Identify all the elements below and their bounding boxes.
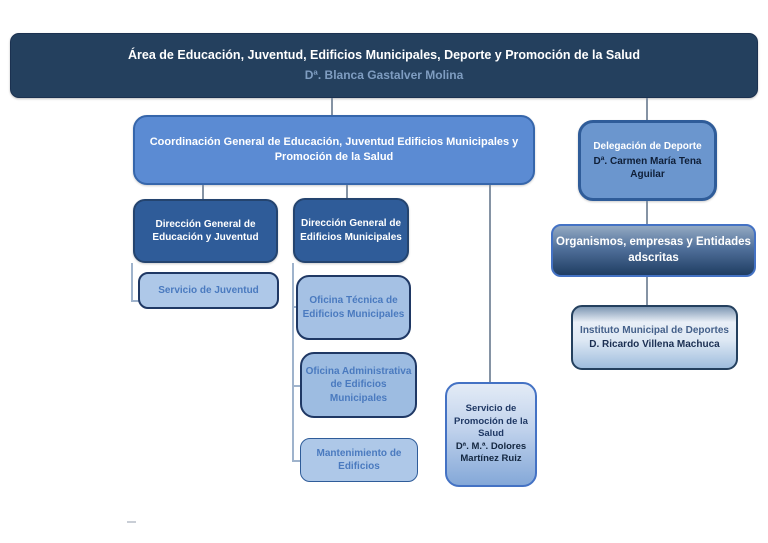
promocion-title-line: Promoción de la — [454, 415, 528, 427]
connector-banner-delegacion — [646, 98, 648, 120]
connector-educacion-juventud-horizontal — [131, 300, 139, 302]
connector-rail-administrativa — [292, 385, 301, 387]
promocion-title-line: Servicio de — [465, 403, 517, 415]
delegacion-person-line: Dª. Carmen María Tena — [593, 155, 702, 167]
connector-coordination-promocion — [489, 185, 491, 382]
connector-edificios-rail — [292, 263, 294, 461]
oficina-admin-line: Oficina Administrativa — [305, 366, 412, 378]
dir-edificios-line: Edificios Municipales — [300, 231, 402, 243]
connector-educacion-juventud-vertical — [131, 263, 133, 301]
oficina-admin-line: Municipales — [329, 392, 388, 404]
oficina-admin-line: de Edificios — [330, 379, 387, 391]
org-box-organismos: Organismos, empresas y Entidades adscrit… — [551, 224, 756, 277]
org-box-direccion-edificios: Dirección General de Edificios Municipal… — [293, 198, 409, 263]
org-box-coordination: Coordinación General de Educación, Juven… — [133, 115, 535, 185]
instituto-title: Instituto Municipal de Deportes — [580, 324, 729, 336]
org-box-servicio-juventud: Servicio de Juventud — [138, 272, 279, 309]
connector-coordination-edificios — [346, 185, 348, 198]
servicio-juventud-title: Servicio de Juventud — [158, 284, 259, 296]
connector-coordination-educacion — [202, 185, 204, 199]
org-box-mantenimiento: Mantenimiento de Edificios — [300, 438, 418, 482]
instituto-person: D. Ricardo Villena Machuca — [589, 339, 720, 350]
connector-delegacion-organismos — [646, 201, 648, 224]
organismos-line: Organismos, empresas y Entidades — [556, 236, 751, 249]
org-box-servicio-promocion: Servicio de Promoción de la Salud Dª. M.… — [445, 382, 537, 487]
org-box-area-root: Área de Educación, Juventud, Edificios M… — [10, 33, 758, 98]
org-box-direccion-educacion: Dirección General de Educación y Juventu… — [133, 199, 278, 263]
coordination-line: Promoción de la Salud — [274, 151, 394, 163]
page-corner-dash — [127, 521, 136, 523]
promocion-title-line: Salud — [478, 428, 504, 440]
delegacion-title: Delegación de Deporte — [593, 140, 702, 152]
org-box-oficina-tecnica: Oficina Técnica de Edificios Municipales — [296, 275, 411, 340]
mantenimiento-line: Mantenimiento de — [316, 447, 402, 459]
connector-banner-coordination — [331, 98, 333, 115]
oficina-tecnica-line: Oficina Técnica de — [309, 295, 398, 307]
org-box-instituto-deportes: Instituto Municipal de Deportes D. Ricar… — [571, 305, 738, 370]
coordination-line: Coordinación General de Educación, Juven… — [149, 136, 519, 149]
mantenimiento-line: Edificios — [338, 461, 380, 472]
organismos-line: adscritas — [628, 251, 679, 264]
dir-edificios-line: Dirección General de — [300, 218, 402, 230]
connector-rail-tecnica — [292, 306, 298, 308]
delegacion-person-line: Aguilar — [630, 169, 665, 181]
org-box-delegacion-deporte: Delegación de Deporte Dª. Carmen María T… — [578, 120, 717, 201]
promocion-person-line: Dª. M.ª. Dolores — [455, 440, 527, 452]
root-person: Dª. Blanca Gastalver Molina — [304, 67, 464, 82]
dir-educacion-line: Dirección General de — [155, 218, 256, 230]
connector-organismos-instituto — [646, 277, 648, 305]
oficina-tecnica-line: Edificios Municipales — [302, 308, 405, 320]
dir-educacion-line: Educación y Juventud — [152, 232, 259, 243]
promocion-person-line: Martínez Ruiz — [460, 453, 522, 465]
root-title: Área de Educación, Juventud, Edificios M… — [128, 48, 640, 63]
org-box-oficina-administrativa: Oficina Administrativa de Edificios Muni… — [300, 352, 417, 418]
connector-rail-mantenimiento — [292, 460, 301, 462]
